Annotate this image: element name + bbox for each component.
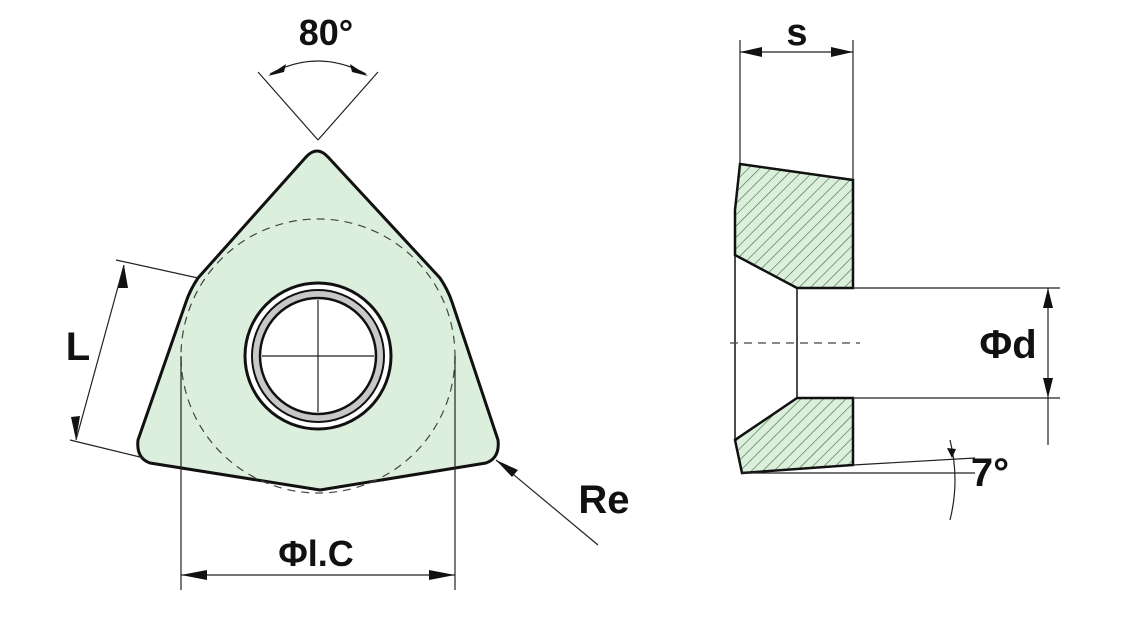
ic-arrow-right xyxy=(429,570,455,580)
angle-arrow-left xyxy=(268,64,286,76)
ic-label: Φl.C xyxy=(278,533,354,574)
clearance-arrow xyxy=(947,448,956,458)
l-dim-line xyxy=(75,264,125,441)
angle-label: 80° xyxy=(299,12,353,53)
l-arrow-top xyxy=(118,265,128,288)
front-view: 80° L Φl.C Re xyxy=(66,12,630,590)
section-lower xyxy=(733,396,855,475)
l-label: L xyxy=(66,325,90,369)
l-ext-top xyxy=(115,259,199,279)
section-upper xyxy=(733,162,855,290)
angle-line-right xyxy=(317,71,379,141)
clearance-arc xyxy=(949,439,956,521)
side-view: s Φd 7° xyxy=(730,12,1060,521)
angle-line-left xyxy=(257,71,319,141)
chamfer-top xyxy=(734,254,798,289)
l-ext-bottom xyxy=(69,439,145,459)
s-label: s xyxy=(786,12,807,54)
re-arrow xyxy=(496,460,518,477)
clearance-label: 7° xyxy=(971,451,1009,495)
re-label: Re xyxy=(578,478,629,522)
s-arrow-left xyxy=(740,47,762,57)
clearance-line-2 xyxy=(852,457,976,466)
angle-arrow-right xyxy=(350,64,368,76)
d-arrow-bottom xyxy=(1043,378,1053,398)
ic-arrow-left xyxy=(181,570,207,580)
s-arrow-right xyxy=(831,47,853,57)
d-arrow-top xyxy=(1043,288,1053,308)
l-arrow-bottom xyxy=(71,416,80,440)
chamfer-bottom xyxy=(734,397,798,441)
d-label: Φd xyxy=(979,323,1036,367)
